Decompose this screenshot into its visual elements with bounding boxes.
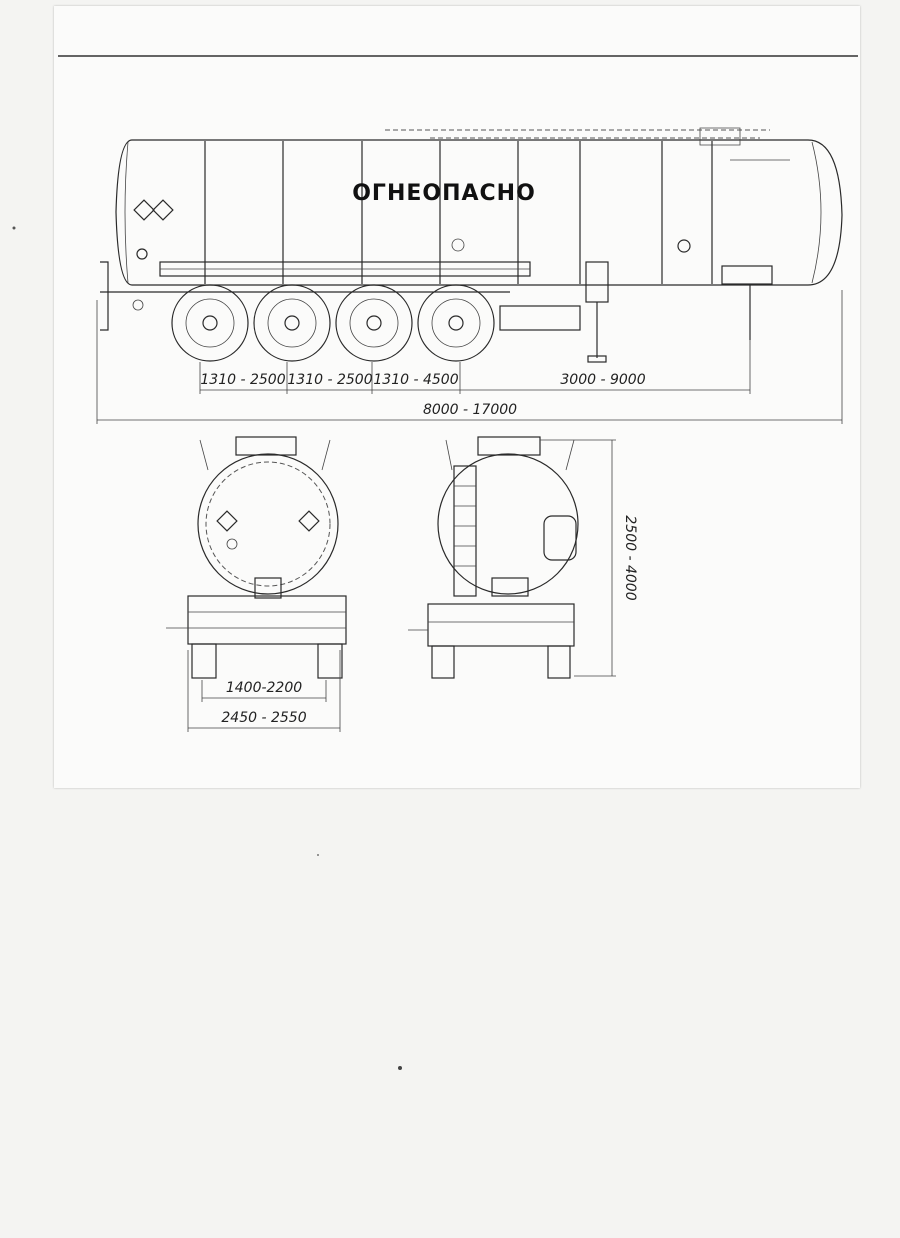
- rear-view: 2500 - 4000: [408, 436, 638, 679]
- wheel: [171, 284, 249, 362]
- dim-kingpin-offset: 3000 - 9000: [560, 372, 645, 388]
- dim-axle-spacing-3: 1310 - 4500: [373, 372, 458, 388]
- manhole: [543, 515, 577, 561]
- dim-overall-height: 2500 - 4000: [622, 515, 638, 600]
- tank-cross-section: [197, 453, 339, 595]
- hazard-diamond-icon: [133, 199, 155, 221]
- hazard-diamond-icon: [152, 199, 174, 221]
- hazard-diamond-icon: [298, 510, 320, 532]
- warning-label: ОГНЕОПАСНО: [352, 181, 536, 206]
- side-view: ОГНЕОПАСНО: [96, 127, 843, 424]
- tank-cross-section: [437, 453, 579, 595]
- ladder: [453, 465, 477, 597]
- dim-axle-spacing-1: 1310 - 2500: [200, 372, 285, 388]
- dim-axle-spacing-2: 1310 - 2500: [287, 372, 372, 388]
- hazard-diamond-icon: [216, 510, 238, 532]
- wheel: [335, 284, 413, 362]
- tank-body: [115, 139, 843, 286]
- dim-track-width: 1400-2200: [226, 680, 302, 696]
- dim-overall-width: 2450 - 2550: [221, 710, 306, 726]
- wheel: [253, 284, 331, 362]
- dim-overall-length: 8000 - 17000: [423, 402, 517, 418]
- front-view: 1400-2200 2450 - 2550: [166, 436, 347, 732]
- wheel: [417, 284, 495, 362]
